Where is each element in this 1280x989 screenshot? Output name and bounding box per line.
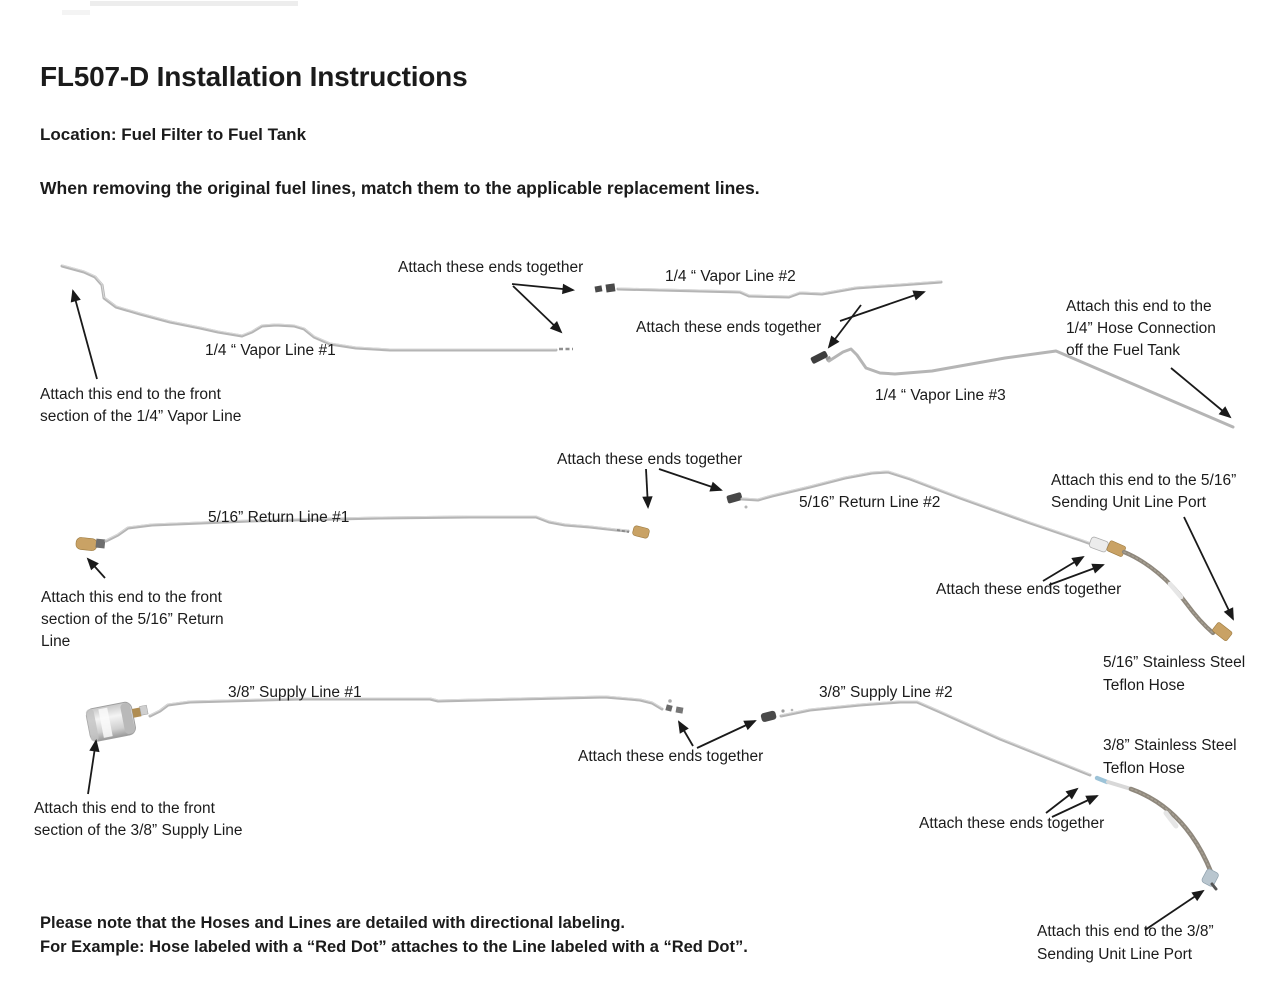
- page-title: FL507-D Installation Instructions: [40, 61, 468, 92]
- footer-note-line2: For Example: Hose labeled with a “Red Do…: [40, 938, 748, 956]
- attach-note-vapor-right: Attach these ends together: [636, 319, 822, 336]
- return-teflon-hose: [1121, 549, 1233, 641]
- supply-front-note: Attach this end to the front section of …: [34, 800, 243, 839]
- return-front-note: Attach this end to the front section of …: [41, 589, 224, 650]
- vapor-line-1: [60, 264, 573, 352]
- return-line-1: [75, 515, 650, 551]
- return-line-2-label: 5/16” Return Line #2: [799, 494, 941, 511]
- vapor-front-note: Attach this end to the front section of …: [40, 386, 242, 425]
- fuel-filter: [85, 701, 149, 742]
- scan-artifact-strip: [90, 1, 298, 6]
- row3-arrows: [87, 720, 1205, 931]
- instruction-heading: When removing the original fuel lines, m…: [40, 178, 760, 198]
- vapor-line-2-label: 1/4 “ Vapor Line #2: [665, 268, 796, 285]
- attach-note-return-mid: Attach these ends together: [557, 451, 743, 468]
- supply-line-2: [760, 700, 1133, 791]
- attach-note-vapor-mid: Attach these ends together: [398, 259, 584, 276]
- supply-line-1: [148, 695, 684, 718]
- vapor-line-3: [810, 347, 1235, 429]
- footer-note-line1: Please note that the Hoses and Lines are…: [40, 914, 625, 932]
- return-hose-label: 5/16” Stainless Steel Teflon Hose: [1103, 654, 1246, 694]
- scan-artifact-mark: [62, 10, 90, 15]
- vapor-line-1-label: 1/4 “ Vapor Line #1: [205, 342, 336, 359]
- supply-line-1-label: 3/8” Supply Line #1: [228, 684, 362, 701]
- row1-arrows: [70, 283, 1232, 419]
- return-line-2: [726, 470, 1126, 557]
- supply-hose-label: 3/8” Stainless Steel Teflon Hose: [1103, 737, 1237, 777]
- row2-arrows: [86, 468, 1234, 621]
- blue-dot-band: [1094, 775, 1110, 785]
- attach-note-return-right: Attach these ends together: [936, 581, 1122, 598]
- vapor-line-3-label: 1/4 “ Vapor Line #3: [875, 387, 1006, 404]
- vapor-line-2: [594, 280, 943, 299]
- return-line-1-label: 5/16” Return Line #1: [208, 509, 350, 526]
- return-sending-unit-note: Attach this end to the 5/16” Sending Uni…: [1051, 472, 1237, 511]
- supply-sending-unit-note: Attach this end to the 3/8” Sending Unit…: [1037, 923, 1214, 963]
- attach-note-supply-mid: Attach these ends together: [578, 748, 764, 765]
- tank-connection-note: Attach this end to the 1/4” Hose Connect…: [1066, 298, 1216, 359]
- attach-note-supply-right: Attach these ends together: [919, 815, 1105, 832]
- location-heading: Location: Fuel Filter to Fuel Tank: [40, 125, 307, 144]
- supply-teflon-hose: [1128, 786, 1219, 891]
- supply-line-2-label: 3/8” Supply Line #2: [819, 684, 953, 701]
